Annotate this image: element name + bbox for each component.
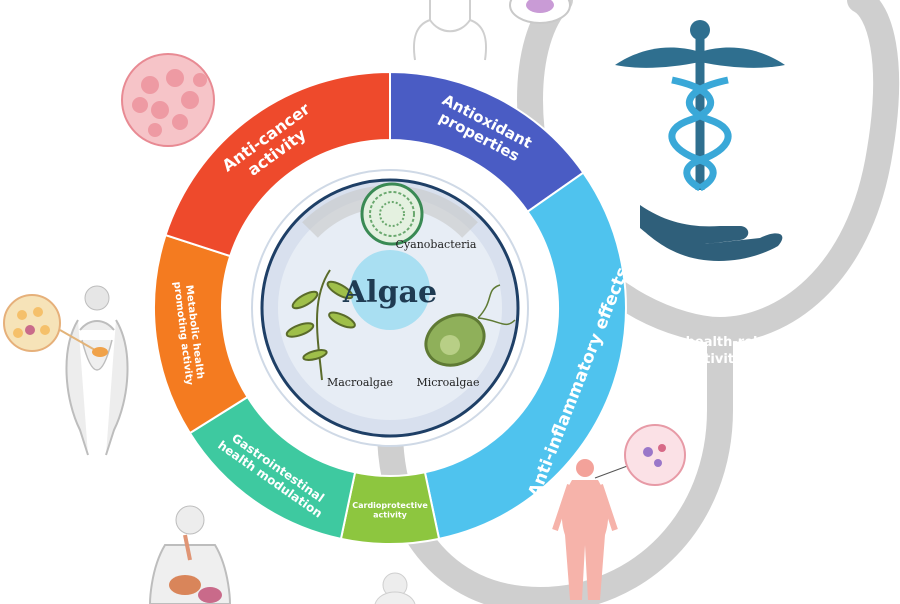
human-figure-top-icon xyxy=(412,0,571,61)
center-title: Algae xyxy=(342,275,437,310)
human-figure-bottom-middle-icon xyxy=(374,572,416,604)
caduceus-icon xyxy=(615,20,785,192)
human-figure-bottom-left-icon xyxy=(148,505,232,604)
microalgae-icon xyxy=(424,284,516,367)
cyanobacteria-icon xyxy=(360,182,424,246)
microalgae-label: Microalgae xyxy=(416,376,479,389)
human-figure-left-icon xyxy=(3,285,129,456)
macroalgae-icon xyxy=(285,269,356,381)
cancer-cell-cluster-icon xyxy=(121,53,215,147)
ring-segment-anti-cancer xyxy=(164,70,391,258)
human-figure-red-icon xyxy=(552,424,686,600)
macroalgae-label: Macroalgae xyxy=(327,376,393,389)
cyanobacteria-label: Cyanobacteria xyxy=(396,238,477,251)
ring-label-cardioprotective-line1: Cardioprotective xyxy=(352,501,428,510)
hand-icon xyxy=(640,205,783,261)
stethoscope-label-line1: Human health-related xyxy=(629,335,790,350)
stethoscope-label-line2: bioactivities xyxy=(665,352,755,367)
ring-label-cardioprotective-line2: activity xyxy=(373,510,407,519)
ring-segment-anti-inflammatory xyxy=(423,171,627,541)
